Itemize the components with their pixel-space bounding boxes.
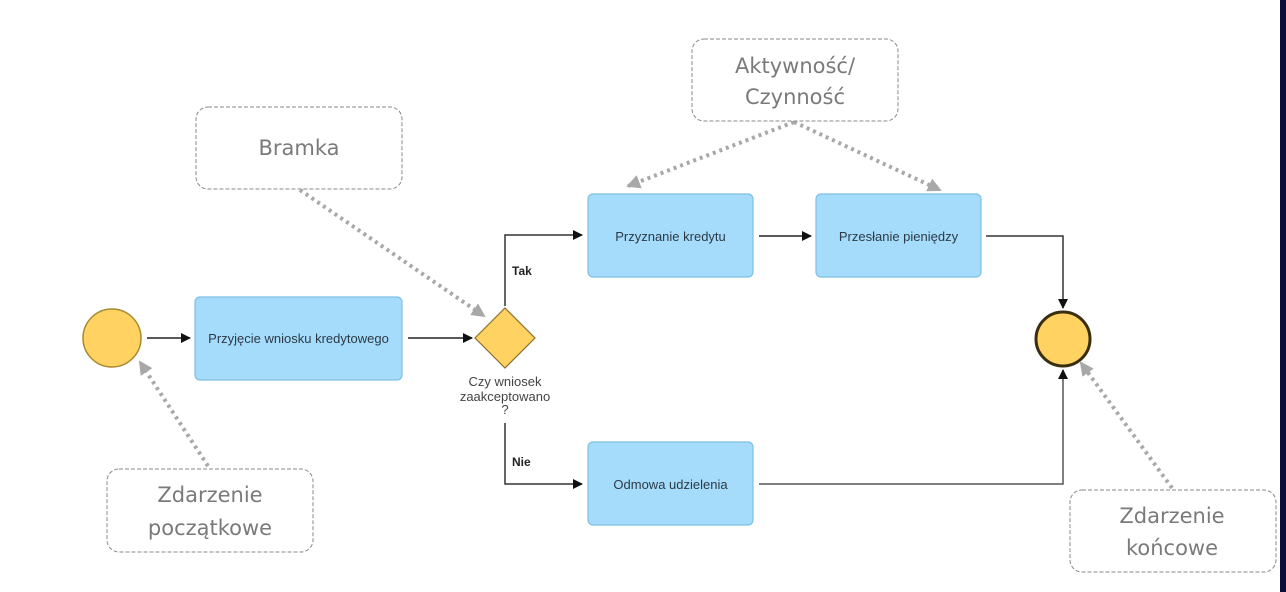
annotation-text-line-2: końcowe: [1126, 536, 1218, 560]
task-label: Przyjęcie wniosku kredytowego: [208, 331, 389, 346]
flow-t3-to-end: [986, 235, 1068, 309]
annotation-text-line-1: Zdarzenie: [157, 483, 262, 507]
flow-gateway-yes: [504, 230, 583, 306]
gateway-label-line-2: zaakceptowano: [460, 389, 550, 404]
connector-activity-right: [793, 120, 942, 192]
task-przeslanie-pieniedzy[interactable]: Przesłanie pieniędzy: [815, 193, 982, 278]
annotation-connectors: [138, 120, 1174, 490]
start-event[interactable]: [82, 308, 142, 368]
annotation-text-line-2: Czynność: [745, 85, 845, 109]
annotation-bramka: Bramka: [195, 106, 403, 190]
flow-label-no: Nie: [512, 455, 531, 469]
annotation-text-line-2: początkowe: [148, 516, 272, 540]
task-odmowa-udzielenia[interactable]: Odmowa udzielenia: [587, 441, 754, 526]
annotation-zdarzenie-koncowe: Zdarzenie końcowe: [1069, 489, 1277, 573]
task-label: Przesłanie pieniędzy: [839, 229, 959, 244]
connector-activity-left: [626, 120, 795, 189]
flow-t4-to-end: [759, 369, 1068, 485]
annotation-aktywnosc: Aktywność/ Czynność: [691, 38, 899, 122]
connector-end-event: [1079, 361, 1174, 490]
task-przyznanie-kredytu[interactable]: Przyznanie kredytu: [587, 193, 754, 278]
gateway-label-line-1: Czy wniosek: [469, 374, 542, 389]
annotation-text-line-1: Zdarzenie: [1119, 504, 1224, 528]
task-label: Przyznanie kredytu: [615, 229, 726, 244]
flow-gateway-no: [504, 423, 583, 489]
annotation-text-line-1: Aktywność/: [735, 54, 856, 78]
annotation-zdarzenie-poczatkowe: Zdarzenie początkowe: [106, 468, 314, 553]
annotation-text: Bramka: [258, 136, 339, 160]
window-edge: [1280, 0, 1286, 592]
flow-label-yes: Tak: [512, 264, 532, 278]
task-label: Odmowa udzielenia: [613, 477, 728, 492]
gateway-decision[interactable]: [474, 307, 536, 369]
end-event[interactable]: [1034, 310, 1092, 368]
connector-bramka: [298, 188, 486, 318]
gateway-label-line-3: ?: [501, 402, 508, 417]
sequence-flows: [147, 230, 1068, 489]
task-przyjecie-wniosku[interactable]: Przyjęcie wniosku kredytowego: [194, 296, 403, 381]
